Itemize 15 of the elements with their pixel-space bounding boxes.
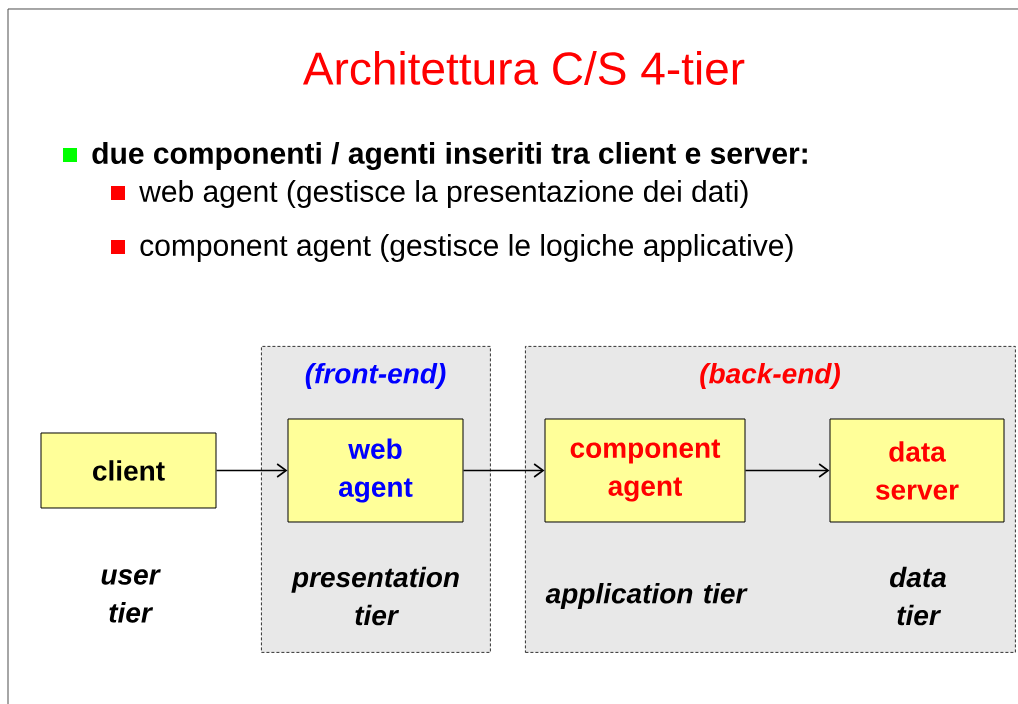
process-box: web agent — [287, 418, 464, 523]
process-box: component agent — [544, 418, 746, 523]
tier-label: user tier — [101, 569, 161, 623]
tier-label: data tier — [890, 566, 946, 626]
bullet-text: component agent (gestisce le logiche applicative) — [140, 234, 793, 262]
tier-label: presentation tier — [291, 566, 459, 626]
arrow — [744, 463, 830, 478]
title: Architettura C/S 4-tier — [302, 51, 745, 85]
tier-label: application tier — [545, 582, 748, 610]
bullet-text: due componenti / agenti inseriti tra client e server: — [92, 141, 807, 171]
bullet-text: web agent (gestisce la presentazione dei dati) — [139, 180, 748, 208]
arrow — [215, 463, 288, 478]
client-box: client — [40, 432, 217, 509]
process-box: data server — [829, 418, 1005, 523]
arrow — [462, 463, 545, 478]
